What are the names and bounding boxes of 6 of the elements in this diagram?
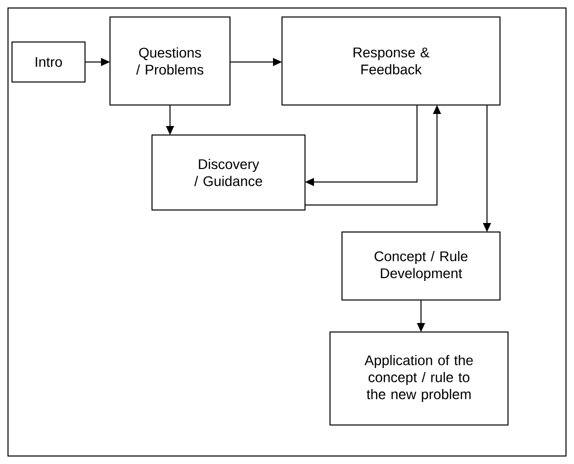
process-box: Response & Feedback: [282, 16, 500, 106]
process-box: Intro: [12, 42, 86, 82]
process-box: Questions / Problems: [110, 16, 230, 106]
process-box: Concept / Rule Development: [342, 232, 500, 300]
process-box: Discovery / Guidance: [152, 134, 306, 210]
process-box: Application of the concept / rule to the new problem: [330, 332, 508, 426]
